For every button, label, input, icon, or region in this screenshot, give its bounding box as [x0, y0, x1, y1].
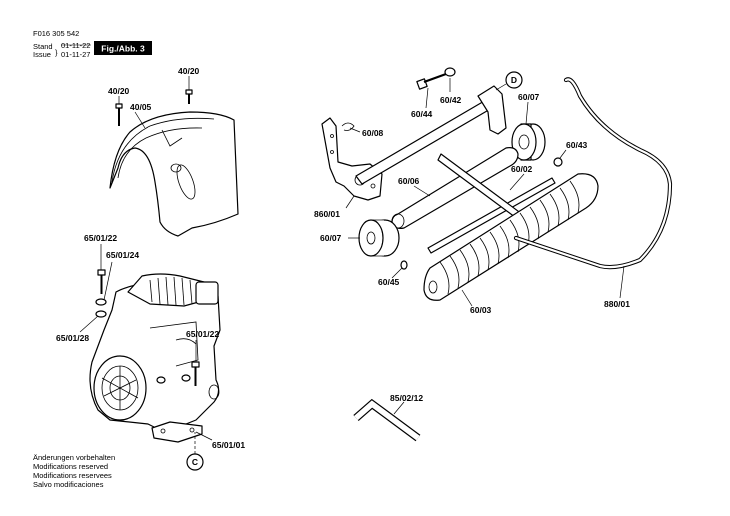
- label-860-01: 860/01: [314, 209, 340, 219]
- footer-notes: Änderungen vorbehalten Modifications res…: [33, 453, 115, 489]
- roller-assembly: [321, 67, 673, 301]
- nut-60-43: [553, 157, 563, 167]
- label-60-45: 60/45: [378, 277, 400, 287]
- leader-lines: [79, 76, 625, 441]
- note-fr: Modifications reservees: [33, 471, 112, 480]
- screw-65-01-22-left: [97, 269, 106, 294]
- bellows-roller-60-03: [423, 173, 599, 301]
- svg-text:D: D: [511, 75, 517, 85]
- callout-c: C: [186, 453, 204, 471]
- note-de: Änderungen vorbehalten: [33, 453, 115, 462]
- ring-60-45: [400, 260, 408, 270]
- label-60-03: 60/03: [470, 305, 492, 315]
- label-65-01-01: 65/01/01: [212, 440, 245, 450]
- label-65-01-22-top: 65/01/22: [84, 233, 117, 243]
- label-60-07-top: 60/07: [518, 92, 540, 102]
- label-40-20-left: 40/20: [108, 86, 130, 96]
- engine-cover-40-05: [109, 89, 239, 237]
- stand-label: Stand: [33, 42, 53, 51]
- note-es: Salvo modificaciones: [33, 480, 104, 489]
- figure-label: Fig./Abb. 3: [101, 44, 145, 54]
- label-60-44: 60/44: [411, 109, 433, 119]
- label-60-42: 60/42: [440, 95, 462, 105]
- screw-40-20-right: [185, 89, 193, 104]
- label-40-05: 40/05: [130, 102, 152, 112]
- handle-bar-880-01: [513, 77, 673, 270]
- callout-d: D: [505, 71, 523, 89]
- label-60-08: 60/08: [362, 128, 384, 138]
- label-60-07-bottom: 60/07: [320, 233, 342, 243]
- label-880-01: 880/01: [604, 299, 630, 309]
- issue-date: 01-11-27: [61, 50, 90, 59]
- part-labels: 40/20 40/20 40/05 65/01/22 65/01/24 65/0…: [56, 66, 630, 450]
- header-block: F016 305 542 Stand Issue } 01-11-22 01-1…: [33, 29, 152, 59]
- washer-60-42: [444, 67, 456, 77]
- washer-65-01-24: [95, 298, 107, 306]
- figure-badge: [94, 41, 152, 55]
- bolt-60-44: [416, 72, 447, 90]
- label-40-20-right: 40/20: [178, 66, 200, 76]
- label-60-02: 60/02: [511, 164, 533, 174]
- issue-label: Issue: [33, 50, 51, 59]
- doc-number: F016 305 542: [33, 29, 79, 38]
- label-85-02-12: 85/02/12: [390, 393, 423, 403]
- note-en: Modifications reserved: [33, 462, 108, 471]
- label-65-01-28: 65/01/28: [56, 333, 89, 343]
- engine-assembly: [89, 269, 221, 443]
- label-65-01-24: 65/01/24: [106, 250, 139, 260]
- label-60-06: 60/06: [398, 176, 420, 186]
- brace-glyph: }: [55, 48, 58, 57]
- stand-date: 01-11-22: [61, 41, 90, 50]
- screw-65-01-22-right: [191, 361, 200, 386]
- screw-40-20-left: [115, 103, 123, 126]
- washer-65-01-28: [95, 310, 107, 318]
- hex-key-85-02-12: [353, 398, 421, 442]
- label-65-01-22-side: 65/01/22: [186, 329, 219, 339]
- label-60-43: 60/43: [566, 140, 588, 150]
- svg-text:C: C: [192, 457, 198, 467]
